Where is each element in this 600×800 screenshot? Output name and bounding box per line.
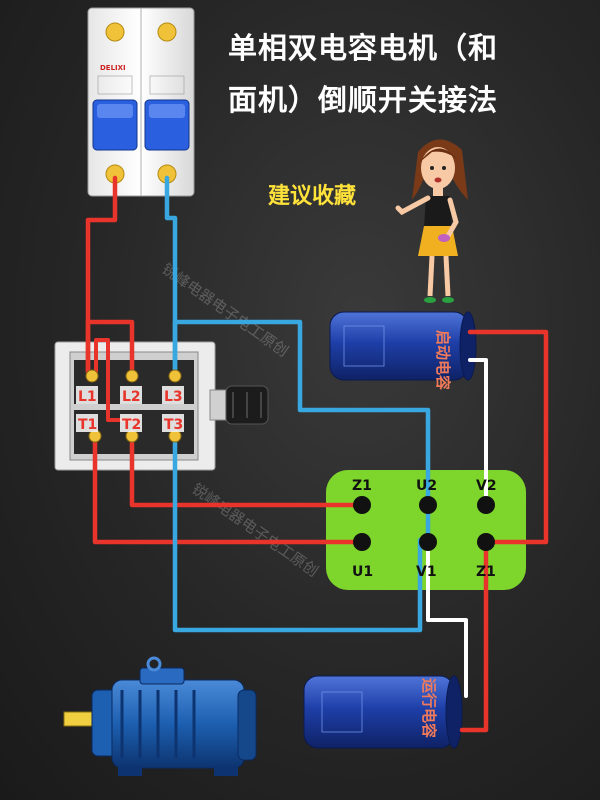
save-tip: 建议收藏 (268, 184, 357, 209)
motor-label-u1: U1 (352, 564, 373, 580)
motor-terminals: Z1 U2 V2 U1 V1 Z1 (352, 478, 497, 580)
run-capacitor: 运行电容 (303, 675, 463, 749)
breaker-brand: DELIXI (100, 64, 126, 72)
circuit-breaker: DELIXI (87, 7, 195, 197)
switch-label-l1: L1 (78, 389, 97, 405)
wire-live-in (85, 175, 118, 375)
breaker-screw-icon (157, 22, 177, 42)
motor-label-v1: V1 (416, 564, 437, 580)
switch-label-t2: T2 (122, 417, 141, 433)
wires (85, 175, 549, 733)
motor-label-z1-top: Z1 (352, 478, 372, 494)
motor-label-z1-bottom: Z1 (476, 564, 496, 580)
electric-motor-icon (63, 656, 257, 776)
wire-start-cap-z1 (467, 329, 549, 545)
title-line-2: 面机）倒顺开关接法 (228, 83, 499, 117)
wire-run-cap-v1 (426, 538, 468, 698)
wire-t3-v1 (172, 433, 423, 633)
wire-t2-z1 (129, 433, 363, 508)
wire-neutral-v1 (172, 319, 431, 543)
run-capacitor-label: 运行电容 (420, 678, 438, 738)
motor-label-v2: V2 (476, 478, 497, 494)
start-capacitor-label: 启动电容 (434, 330, 452, 390)
page-title: 单相双电容电机（和 面机）倒顺开关接法 (228, 22, 588, 126)
wire-start-cap-v2 (468, 358, 488, 507)
wire-neutral-in (164, 175, 178, 375)
girl-illustration-icon (395, 139, 468, 303)
wire-l1-t2 (94, 338, 134, 422)
switch-label-t1: T1 (78, 417, 97, 433)
wire-t1-u1 (92, 433, 363, 545)
switch-label-t3: T3 (164, 417, 183, 433)
switch-terminals: L1 L2 L3 T1 T2 T3 (76, 369, 184, 443)
wire-bridge-l1-l2 (85, 319, 135, 375)
title-line-1: 单相双电容电机（和 (228, 31, 499, 65)
start-capacitor: 启动电容 (329, 311, 477, 390)
wire-run-cap-z1 (459, 539, 489, 733)
breaker-screw-icon (105, 22, 125, 42)
switch-label-l2: L2 (122, 389, 141, 405)
motor-label-u2: U2 (416, 478, 437, 494)
switch-label-l3: L3 (164, 389, 183, 405)
